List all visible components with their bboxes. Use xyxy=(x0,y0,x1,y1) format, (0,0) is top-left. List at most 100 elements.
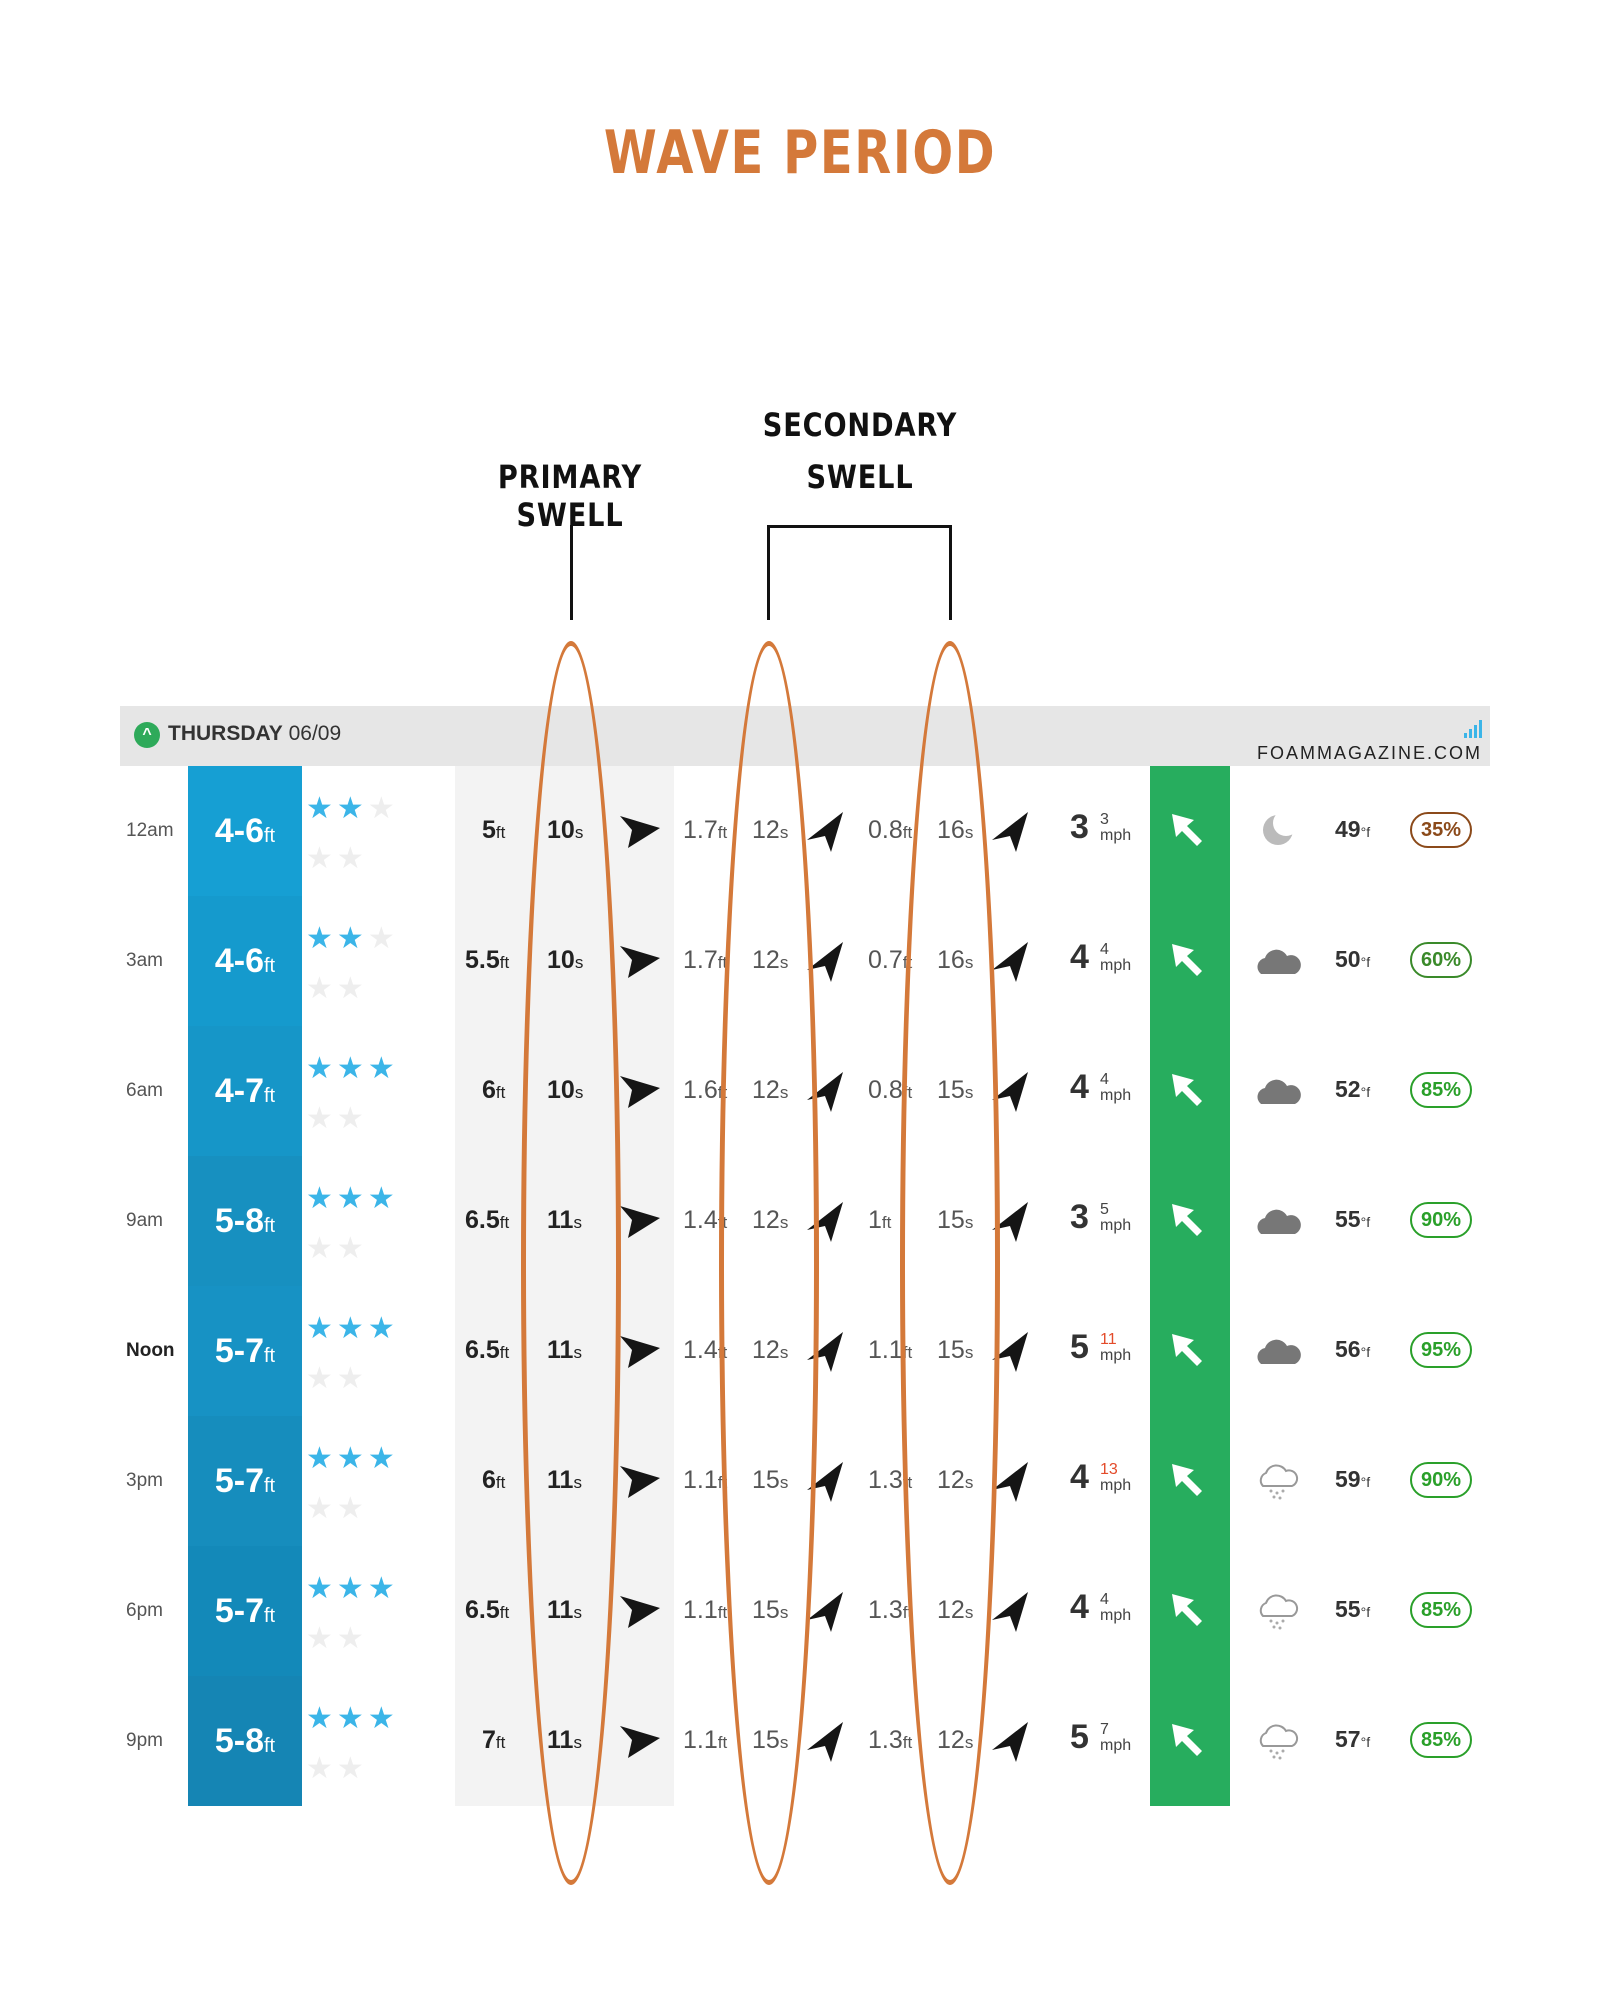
temperature: 57°f xyxy=(1335,1726,1371,1752)
rating-stars: ★★★★★ xyxy=(306,1564,416,1664)
secondary1-height: 1.1ft xyxy=(683,1466,728,1494)
secondary2-direction-arrow-icon xyxy=(992,1592,1028,1632)
star-icon: ★ xyxy=(367,1052,399,1085)
forecast-row[interactable]: 6am 4-7ft ★★★★★ 6ft 10s 1.6ft 12s 0.8ft … xyxy=(120,1026,1490,1156)
probability-badge: 90% xyxy=(1410,1202,1472,1238)
star-icon: ★ xyxy=(336,1442,368,1475)
star-icon: ★ xyxy=(336,1702,368,1735)
wind-direction-arrow-icon xyxy=(1172,1724,1202,1756)
star-icon: ★ xyxy=(367,1702,399,1735)
secondary2-height: 0.8ft xyxy=(868,816,913,844)
primary-period-highlight xyxy=(521,641,621,1885)
primary-direction-arrow-icon xyxy=(620,1206,660,1238)
star-icon: ★ xyxy=(367,792,399,825)
surf-height: 5-8ft xyxy=(188,1156,302,1286)
star-icon: ★ xyxy=(336,1492,368,1525)
secondary1-direction-arrow-icon xyxy=(807,1332,843,1372)
unit: ft xyxy=(264,1215,276,1237)
secondary1-height: 1.1ft xyxy=(683,1726,728,1754)
star-icon: ★ xyxy=(336,972,368,1005)
primary-height: 7ft xyxy=(482,1726,506,1754)
primary-direction-arrow-icon xyxy=(620,1596,660,1628)
probability-badge: 60% xyxy=(1410,942,1472,978)
forecast-row[interactable]: 6pm 5-7ft ★★★★★ 6.5ft 11s 1.1ft 15s 1.3f… xyxy=(120,1546,1490,1676)
star-icon: ★ xyxy=(306,1622,337,1655)
secondary-swell-label-1: SECONDARY xyxy=(762,406,958,444)
star-icon: ★ xyxy=(306,1182,337,1215)
temperature: 52°f xyxy=(1335,1076,1371,1102)
wind-direction-arrow-icon xyxy=(1172,1204,1202,1236)
forecast-row[interactable]: 3am 4-6ft ★★★★★ 5.5ft 10s 1.7ft 12s 0.7f… xyxy=(120,896,1490,1026)
secondary-bracket-top xyxy=(767,525,952,528)
wind-speed: 5 xyxy=(1070,1718,1089,1756)
row-time: 6pm xyxy=(126,1600,163,1621)
star-icon: ★ xyxy=(306,1052,337,1085)
primary-direction-arrow-icon xyxy=(620,1076,660,1108)
signal-bars-icon xyxy=(1464,720,1482,738)
row-time: 9pm xyxy=(126,1730,163,1751)
collapse-chevron-icon[interactable]: ^ xyxy=(134,722,160,748)
rain-icon xyxy=(1259,1464,1299,1500)
star-icon: ★ xyxy=(306,1362,337,1395)
rating-stars: ★★★★★ xyxy=(306,784,416,884)
star-icon: ★ xyxy=(336,1622,368,1655)
secondary1-direction-arrow-icon xyxy=(807,1462,843,1502)
primary-direction-arrow-icon xyxy=(620,946,660,978)
primary-height: 5ft xyxy=(482,816,506,844)
unit: ft xyxy=(264,1735,276,1757)
surf-range: 5-7 xyxy=(214,1332,264,1370)
temperature: 49°f xyxy=(1335,816,1371,842)
secondary-period-highlight-2 xyxy=(900,641,1000,1885)
star-icon: ★ xyxy=(367,922,399,955)
star-icon: ★ xyxy=(336,1102,368,1135)
unit: ft xyxy=(264,1085,276,1107)
star-icon: ★ xyxy=(306,1312,337,1345)
wind-speed: 3 xyxy=(1070,1198,1089,1236)
star-icon: ★ xyxy=(336,792,368,825)
surf-range: 5-7 xyxy=(214,1462,264,1500)
wind-direction-arrow-icon xyxy=(1172,814,1202,846)
surf-height: 5-8ft xyxy=(188,1676,302,1806)
star-icon: ★ xyxy=(306,1752,337,1785)
secondary1-direction-arrow-icon xyxy=(807,1592,843,1632)
forecast-row[interactable]: 3pm 5-7ft ★★★★★ 6ft 11s 1.1ft 15s 1.3ft … xyxy=(120,1416,1490,1546)
probability-badge: 35% xyxy=(1410,812,1472,848)
rain-icon xyxy=(1259,1724,1299,1760)
star-icon: ★ xyxy=(306,1442,337,1475)
star-icon: ★ xyxy=(367,1572,399,1605)
cloud-icon xyxy=(1257,1209,1301,1234)
star-icon: ★ xyxy=(336,1752,368,1785)
wind-direction-column xyxy=(1150,766,1230,1806)
forecast-row[interactable]: 9pm 5-8ft ★★★★★ 7ft 11s 1.1ft 15s 1.3ft … xyxy=(120,1676,1490,1806)
unit: ft xyxy=(264,1475,276,1497)
rating-stars: ★★★★★ xyxy=(306,914,416,1014)
secondary2-direction-arrow-icon xyxy=(992,1722,1028,1762)
secondary2-direction-arrow-icon xyxy=(992,1332,1028,1372)
star-icon: ★ xyxy=(306,1572,337,1605)
secondary-swell-label-2: SWELL xyxy=(806,458,914,496)
star-icon: ★ xyxy=(336,1572,368,1605)
wind-speed: 4 xyxy=(1070,1588,1089,1626)
star-icon: ★ xyxy=(306,922,337,955)
wind-direction-arrow-icon xyxy=(1172,1074,1202,1106)
row-time: Noon xyxy=(126,1340,175,1361)
primary-direction-arrow-icon xyxy=(620,1466,660,1498)
unit: ft xyxy=(264,955,276,977)
wind-speed: 3 xyxy=(1070,808,1089,846)
moon-icon xyxy=(1263,810,1299,845)
wind-speed: 5 xyxy=(1070,1328,1089,1366)
temperature: 55°f xyxy=(1335,1596,1371,1622)
day-date: 06/09 xyxy=(288,722,342,745)
rating-stars: ★★★★★ xyxy=(306,1174,416,1274)
row-time: 3am xyxy=(126,950,163,971)
primary-height: 6.5ft xyxy=(465,1336,510,1364)
temperature: 56°f xyxy=(1335,1336,1371,1362)
star-icon: ★ xyxy=(306,1102,337,1135)
day-header[interactable]: ^ THURSDAY 06/09 FOAMMAGAZINE.COM xyxy=(120,706,1490,766)
row-time: 3pm xyxy=(126,1470,163,1491)
secondary1-height: 1.1ft xyxy=(683,1596,728,1624)
